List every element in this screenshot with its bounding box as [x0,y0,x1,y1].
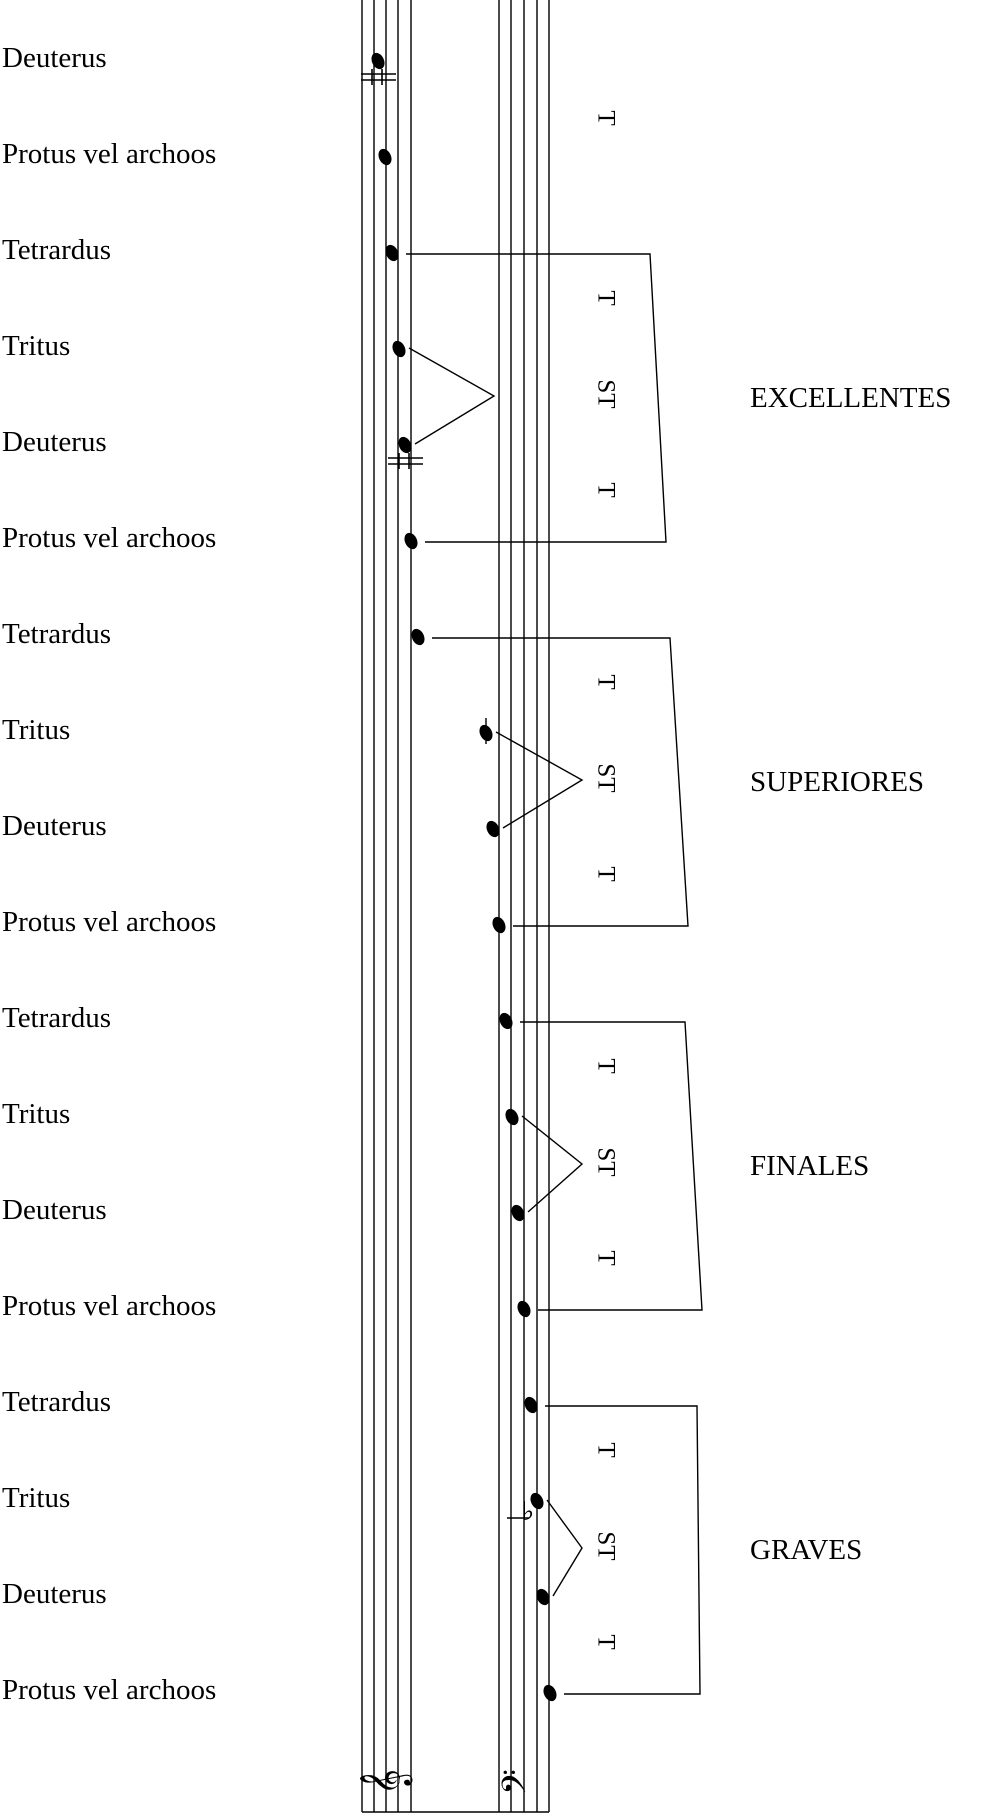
note-head [378,148,392,166]
note-label: Tritus [2,330,71,362]
interval-label: ST [593,763,620,792]
note-label: Deuterus [2,1194,107,1226]
note-label: Tritus [2,714,71,746]
note-head [492,916,506,934]
note-head [486,820,500,838]
tetrachord-bracket [520,1021,703,1311]
interval-label: T [593,866,620,881]
sharp-icon [388,453,423,469]
tetrachord-name: SUPERIORES [750,766,925,798]
tetrachord-bracket [432,637,689,927]
note-label: Deuterus [2,42,107,74]
note-head [404,532,418,550]
tetrachord-name: EXCELLENTES [750,382,952,414]
note-label: Tritus [2,1482,71,1514]
interval-label: T [593,1058,620,1073]
note-head [536,1588,550,1606]
note-label: Protus vel archoos [2,906,217,938]
note-head [530,1492,544,1510]
tetrachord-bracket [406,253,667,543]
tetrachord-name: GRAVES [750,1534,863,1566]
note-head [517,1300,531,1318]
interval-label: ST [593,1147,620,1176]
note-head [511,1204,525,1222]
note-label: Protus vel archoos [2,138,217,170]
interval-label: T [593,482,620,497]
note-label: Tritus [2,1098,71,1130]
note-label: Tetrardus [2,1002,112,1034]
interval-label: ST [593,379,620,408]
note-label: Deuterus [2,426,107,458]
interval-label: T [593,1634,620,1649]
note-label: Tetrardus [2,618,112,650]
note-head [398,436,412,454]
interval-label: T [593,1442,620,1457]
note-head [411,628,425,646]
note-label: Tetrardus [2,234,112,266]
note-head [524,1396,538,1414]
note-label: Protus vel archoos [2,1290,217,1322]
bass-clef-icon: 𝄢 [496,1769,542,1795]
note-head [392,340,406,358]
interval-label: T [593,290,620,305]
semitone-wedge [546,1499,583,1597]
note-label: Tetrardus [2,1386,112,1418]
interval-label-top: T [593,110,620,125]
interval-label: ST [593,1531,620,1560]
note-label: Protus vel archoos [2,522,217,554]
tetrachord-bracket [545,1405,701,1695]
treble-clef-icon: 𝄞 [360,1769,413,1795]
note-head [505,1108,519,1126]
note-label: Deuterus [2,810,107,842]
note-label: Deuterus [2,1578,107,1610]
note-head [543,1684,557,1702]
note-head [371,52,385,70]
note-head [385,244,399,262]
note-head [499,1012,513,1030]
sharp-icon [361,69,396,85]
note-label: Protus vel archoos [2,1674,217,1706]
semitone-wedge [495,731,584,829]
tetrachord-name: FINALES [750,1150,870,1182]
flat-icon: ♭ [522,1497,534,1527]
interval-label: T [593,1250,620,1265]
semitone-wedge [408,347,496,445]
interval-label: T [593,674,620,689]
semitone-wedge [521,1115,584,1213]
